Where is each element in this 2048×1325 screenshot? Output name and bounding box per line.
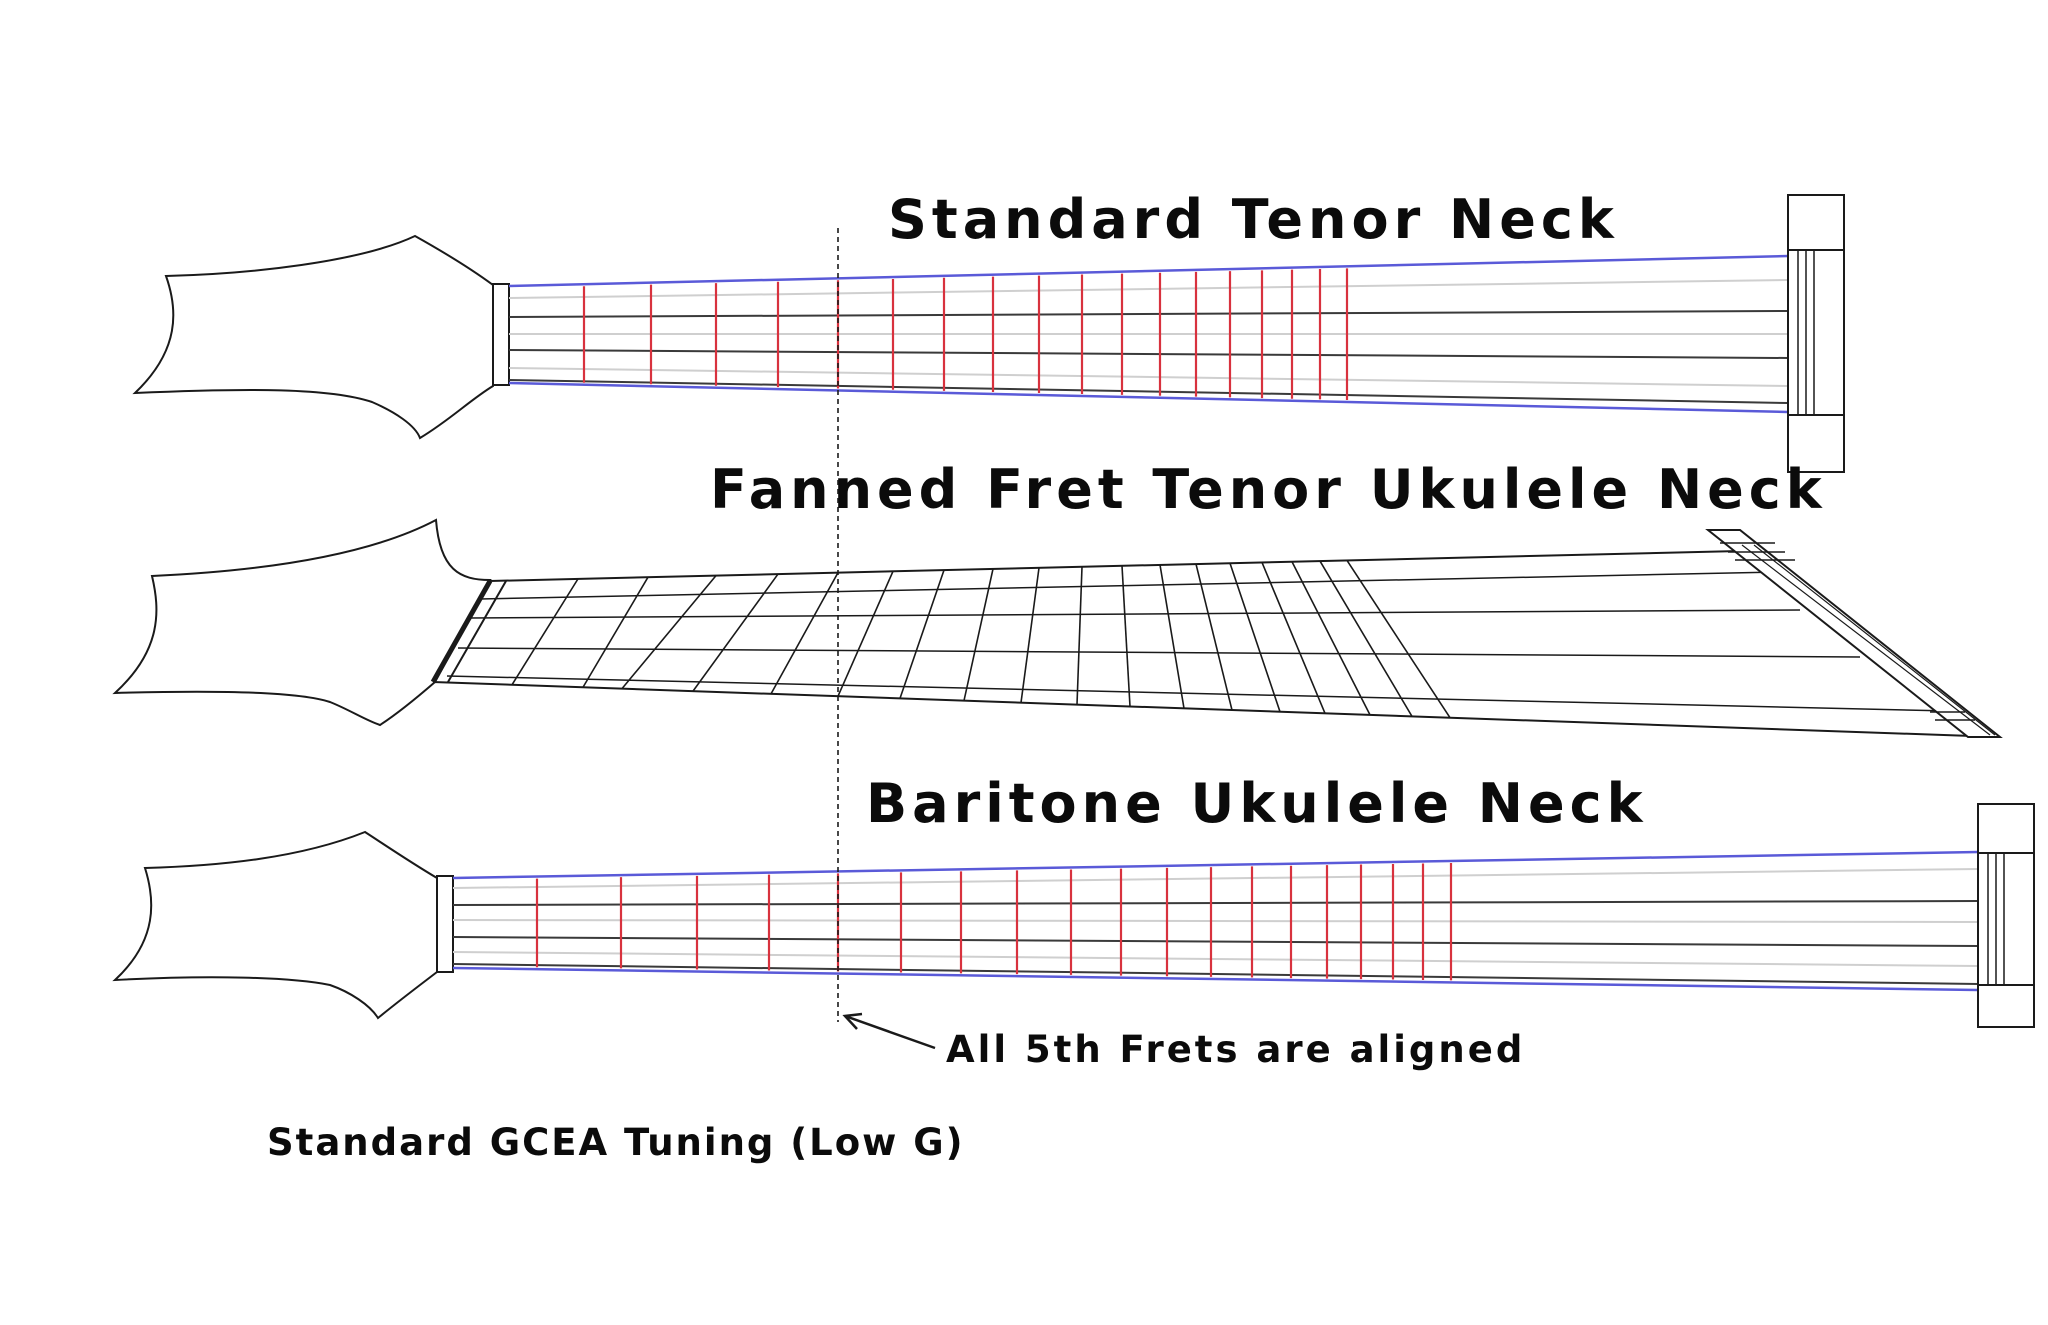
fanned-tenor-fret bbox=[1020, 567, 1040, 703]
fanned-tenor-fret bbox=[899, 569, 945, 699]
baritone-headstock bbox=[112, 830, 438, 1020]
fanned-tenor-fret bbox=[692, 573, 779, 692]
fanned-tenor-strings bbox=[446, 571, 1951, 712]
standard-tenor-headstock bbox=[132, 234, 494, 440]
alignment-annotation: All 5th Frets are aligned bbox=[946, 1028, 1525, 1071]
baritone-strings bbox=[452, 868, 1979, 985]
baritone-bridge bbox=[1977, 803, 2035, 1028]
baritone-title: Baritone Ukulele Neck bbox=[866, 772, 1648, 835]
fanned-tenor-fret bbox=[1319, 560, 1413, 717]
fanned-tenor-fret bbox=[837, 571, 894, 697]
fanned-tenor-fret bbox=[770, 572, 839, 695]
fanned-tenor-frets bbox=[511, 559, 1451, 719]
fanned-tenor-fret bbox=[1121, 565, 1131, 707]
fanned-tenor-fret bbox=[1229, 562, 1281, 712]
standard-tenor-frets bbox=[582, 268, 1349, 401]
tuning-label: Standard GCEA Tuning (Low G) bbox=[267, 1121, 965, 1164]
fanned-tenor-fret bbox=[963, 568, 994, 701]
standard-tenor-edge-bottom bbox=[508, 381, 1789, 414]
baritone-edge-bottom bbox=[452, 966, 1979, 992]
fanned-tenor-fret bbox=[1261, 562, 1326, 714]
fanned-tenor-fret bbox=[511, 578, 579, 686]
fanned-tenor-fret bbox=[1159, 564, 1185, 709]
fanned-tenor-bridge bbox=[1705, 529, 2003, 738]
standard-tenor-edge-top bbox=[508, 254, 1789, 288]
baritone-nut bbox=[436, 875, 454, 973]
fanned-tenor-neck: Fanned Fret Tenor Ukulele Neck bbox=[112, 458, 2003, 738]
standard-tenor-strings bbox=[508, 279, 1789, 404]
standard-tenor-bridge bbox=[1787, 194, 1845, 473]
standard-tenor-title: Standard Tenor Neck bbox=[888, 188, 1619, 251]
fanned-tenor-fretboard bbox=[430, 550, 2001, 738]
fanned-tenor-title: Fanned Fret Tenor Ukulele Neck bbox=[710, 458, 1827, 521]
fanned-tenor-fret bbox=[582, 576, 649, 688]
baritone-frets bbox=[535, 862, 1453, 981]
baritone-edge-top bbox=[452, 850, 1979, 880]
fanned-tenor-headstock bbox=[112, 518, 492, 727]
fanned-tenor-fret bbox=[621, 575, 717, 690]
fanned-tenor-fret bbox=[1346, 559, 1451, 719]
baritone-neck: Baritone Ukulele Neck bbox=[112, 772, 2035, 1028]
alignment-arrow bbox=[842, 1012, 936, 1050]
fanned-tenor-fret bbox=[1195, 563, 1233, 711]
fanned-tenor-fret bbox=[1076, 566, 1083, 705]
fanned-tenor-fret bbox=[1291, 561, 1371, 716]
standard-tenor-neck: Standard Tenor Neck bbox=[132, 188, 1845, 473]
standard-tenor-nut bbox=[492, 283, 510, 386]
